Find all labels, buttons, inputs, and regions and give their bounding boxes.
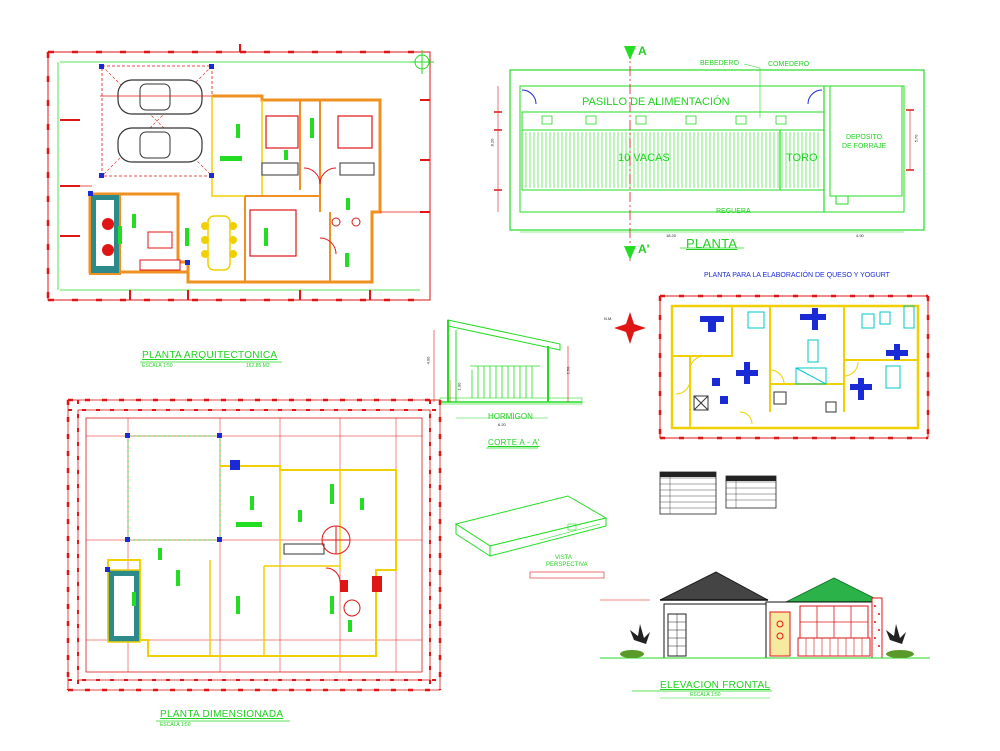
planta-queso-drawing: [614, 294, 930, 440]
planta-establo-drawing: [494, 46, 925, 262]
planta-dimensionada-drawing: [66, 398, 442, 692]
car-icon: [117, 79, 203, 115]
corte-section-drawing: [433, 319, 583, 419]
north-arrow-icon: [614, 312, 646, 344]
car-icon: [117, 127, 203, 163]
vista-perspectiva-drawing: [454, 495, 608, 579]
plant-icon: [620, 624, 650, 658]
elevacion-frontal-drawing: [600, 571, 930, 699]
plant-icon: [886, 624, 914, 658]
legend-tables: [659, 471, 777, 515]
planta-arquitectonica-drawing: [46, 44, 434, 302]
